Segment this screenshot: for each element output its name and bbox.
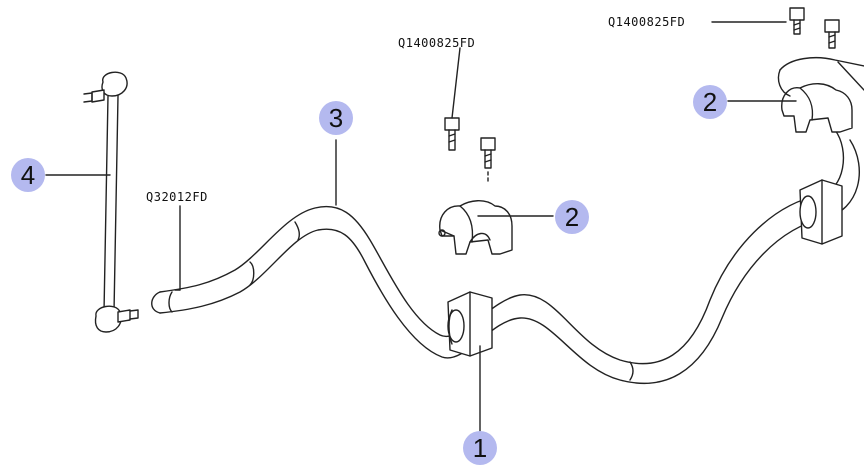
part-number-label: Q32012FD [146, 190, 208, 204]
callout-1: 1 [463, 431, 497, 465]
part-number-label: Q1400825FD [398, 36, 476, 50]
bolt-middle-2 [480, 137, 496, 183]
bolt-upper-2 [824, 19, 840, 49]
callout-2: 2 [693, 85, 727, 119]
bar-bushing-right [799, 179, 843, 245]
bar-bushing [447, 291, 493, 357]
stabilizer-bar [151, 129, 860, 384]
bolt-middle-1 [444, 117, 460, 151]
leader-p1 [451, 47, 461, 119]
clamp-bracket-upper [777, 57, 864, 133]
callout-3: 3 [319, 101, 353, 135]
part-number-label: Q1400825FD [608, 15, 686, 29]
callout-4: 4 [11, 158, 45, 192]
callout-2: 2 [555, 200, 589, 234]
bolt-upper-1 [789, 7, 805, 35]
stabilizer-link [83, 71, 139, 333]
clamp-bracket-middle [438, 200, 513, 255]
